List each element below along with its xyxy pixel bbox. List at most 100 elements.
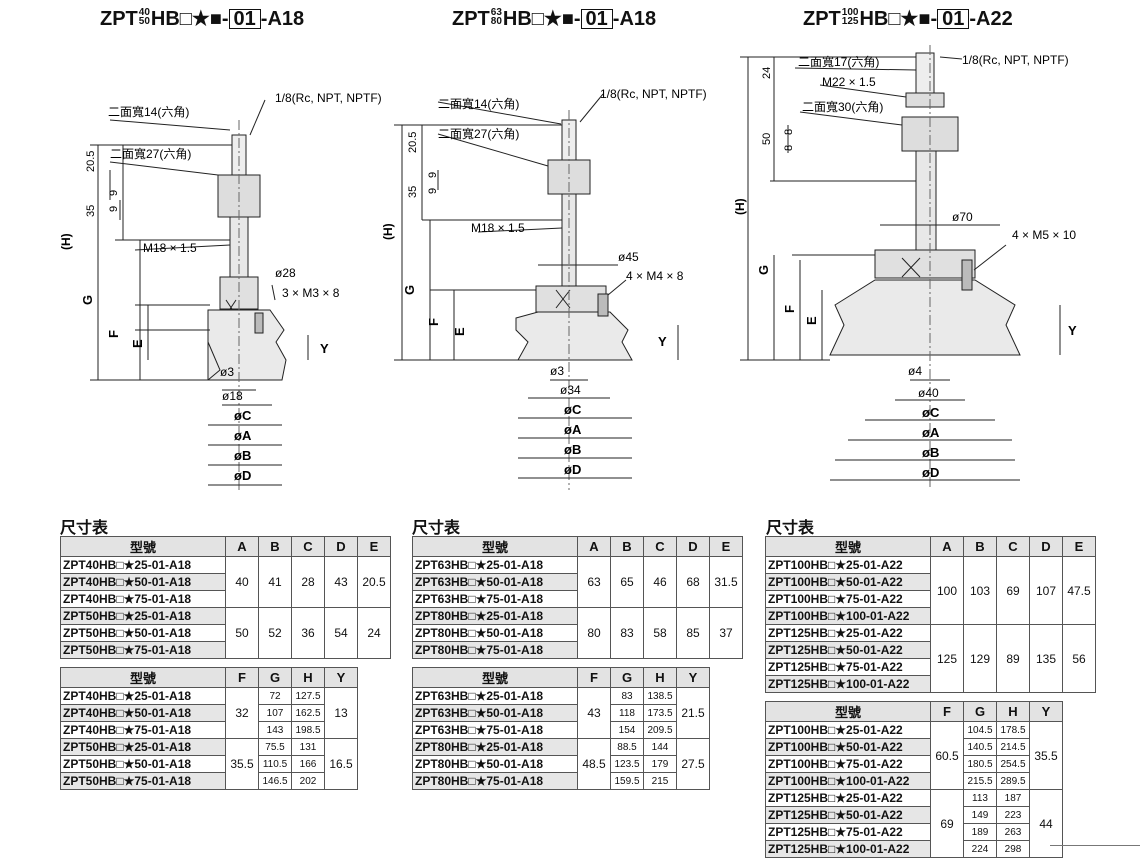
hex14-label: 二面寬14(六角): [438, 96, 519, 111]
value-cell: 254.5: [996, 755, 1030, 773]
value-cell: 52: [258, 607, 292, 659]
col-header: C: [643, 536, 677, 557]
screw-label: 3 × M3 × 8: [282, 286, 340, 300]
col-header: G: [963, 701, 997, 722]
dim-24: 24: [761, 67, 773, 79]
value-cell: 173.5: [643, 704, 677, 722]
table-row: ZPT50HB□★50-01-A18: [60, 624, 391, 642]
G-label: G: [402, 285, 417, 295]
col-header: B: [610, 536, 644, 557]
model-header: 型號: [765, 701, 931, 722]
model-cell: ZPT125HB□★100-01-A22: [765, 840, 931, 858]
F-label: F: [426, 318, 441, 326]
table-row: ZPT80HB□★50-01-A18: [412, 624, 743, 642]
value-cell: 159.5: [610, 772, 644, 790]
value-cell: 123.5: [610, 755, 644, 773]
col-header: E: [357, 536, 391, 557]
hex30-label: 二面寬30(六角): [802, 99, 883, 114]
model-header: 型號: [60, 667, 226, 688]
value-cell: 44: [1029, 789, 1063, 858]
value-cell: 20.5: [357, 556, 391, 608]
model-cell: ZPT100HB□★50-01-A22: [765, 738, 931, 756]
phiC-label: øC: [234, 408, 252, 423]
value-cell: 47.5: [1062, 556, 1096, 625]
model-cell: ZPT50HB□★75-01-A18: [60, 641, 226, 659]
col-header: C: [291, 536, 325, 557]
value-cell: 215.5: [963, 772, 997, 790]
value-cell: 214.5: [996, 738, 1030, 756]
value-cell: 138.5: [643, 687, 677, 705]
value-cell: 58: [643, 607, 677, 659]
dim-9a: 9: [108, 190, 120, 196]
col-header: H: [291, 667, 325, 688]
phi70-label: ø70: [952, 210, 973, 224]
hex27-label: 二面寬27(六角): [438, 126, 519, 141]
value-cell: 37: [709, 607, 743, 659]
value-cell: 28: [291, 556, 325, 608]
col-header: F: [225, 667, 259, 688]
value-cell: 143: [258, 721, 292, 739]
table-row: ZPT63HB□★75-01-A18: [412, 590, 743, 608]
port-label: 1/8(Rc, NPT, NPTF): [275, 91, 382, 105]
col-header: C: [996, 536, 1030, 557]
value-cell: 118: [610, 704, 644, 722]
dimension-table-heading: 尺寸表: [766, 518, 815, 537]
value-cell: 89: [996, 624, 1030, 693]
value-cell: 31.5: [709, 556, 743, 608]
model-cell: ZPT80HB□★75-01-A18: [412, 772, 578, 790]
model-cell: ZPT63HB□★75-01-A18: [412, 590, 578, 608]
model-cell: ZPT125HB□★75-01-A22: [765, 658, 931, 676]
value-cell: 129: [963, 624, 997, 693]
col-header: D: [324, 536, 358, 557]
value-cell: 85: [676, 607, 710, 659]
screw-label: 4 × M5 × 10: [1012, 228, 1076, 242]
hex14-label: 二面寬14(六角): [108, 104, 189, 119]
port-label: 1/8(Rc, NPT, NPTF): [962, 53, 1069, 67]
value-cell: 144: [643, 738, 677, 756]
col-header: Y: [324, 667, 358, 688]
H-label: (H): [59, 233, 73, 250]
col-header: G: [610, 667, 644, 688]
model-cell: ZPT125HB□★50-01-A22: [765, 806, 931, 824]
col-header: G: [258, 667, 292, 688]
model-cell: ZPT50HB□★25-01-A18: [60, 607, 226, 625]
model-cell: ZPT50HB□★50-01-A18: [60, 755, 226, 773]
phiA-label: øA: [922, 425, 940, 440]
phi40-label: ø40: [918, 386, 939, 400]
phiB-label: øB: [922, 445, 939, 460]
value-cell: 107: [258, 704, 292, 722]
value-cell: 35.5: [1029, 721, 1063, 790]
phiD-label: øD: [922, 465, 939, 480]
model-cell: ZPT40HB□★75-01-A18: [60, 721, 226, 739]
col-header: D: [1029, 536, 1063, 557]
H-label: (H): [381, 223, 395, 240]
model-cell: ZPT80HB□★25-01-A18: [412, 607, 578, 625]
value-cell: 35.5: [225, 738, 259, 790]
value-cell: 75.5: [258, 738, 292, 756]
model-cell: ZPT80HB□★25-01-A18: [412, 738, 578, 756]
model-cell: ZPT100HB□★25-01-A22: [765, 556, 931, 574]
phiD-label: øD: [234, 468, 251, 483]
thread-label: M22 × 1.5: [822, 75, 876, 89]
value-cell: 189: [963, 823, 997, 841]
phi34-label: ø34: [560, 383, 581, 397]
value-cell: 127.5: [291, 687, 325, 705]
col-header: E: [1062, 536, 1096, 557]
model-cell: ZPT63HB□★25-01-A18: [412, 687, 578, 705]
value-cell: 125: [930, 624, 964, 693]
value-cell: 69: [930, 789, 964, 858]
